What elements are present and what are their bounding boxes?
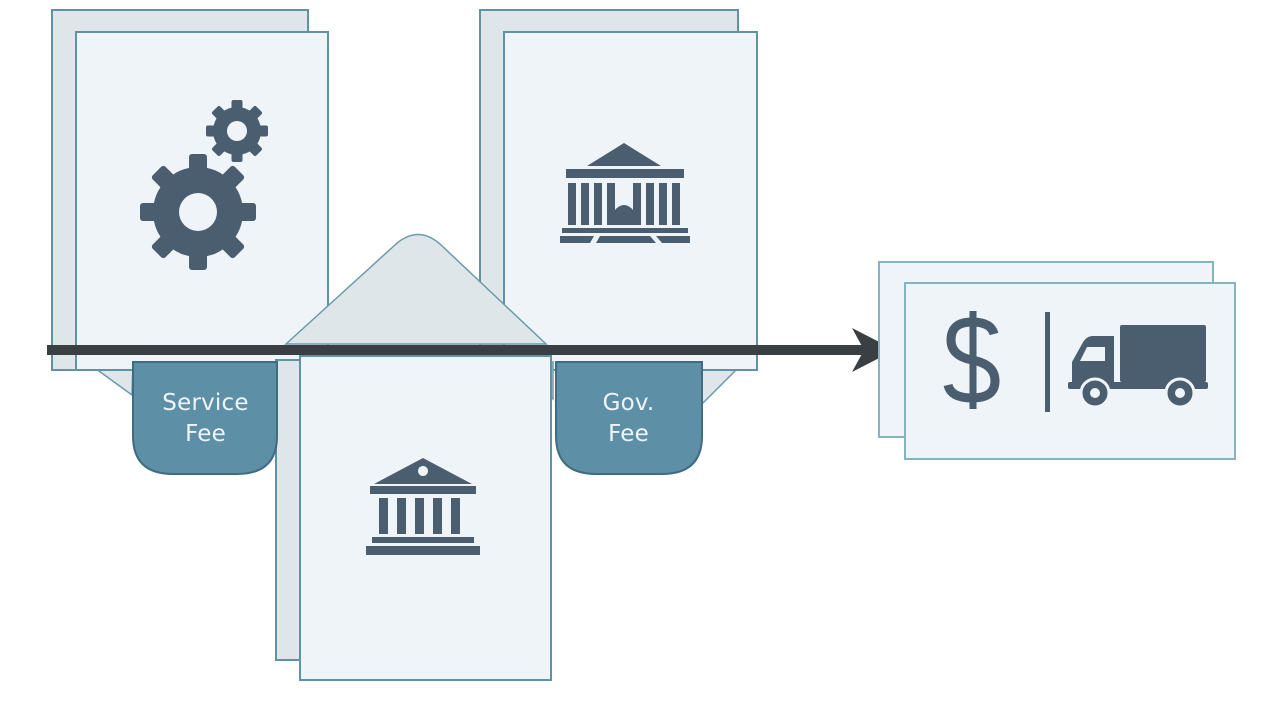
gov-fee-label: Gov. Fee	[556, 388, 701, 450]
gov-document	[479, 9, 758, 406]
main-flow-arrow	[47, 328, 895, 372]
gov-fee-label-line2: Fee	[608, 421, 649, 447]
result-card	[878, 261, 1236, 460]
service-fee-label-line2: Fee	[185, 421, 226, 447]
truck-cab	[1072, 336, 1114, 388]
divider-line	[1045, 312, 1050, 412]
large-gear-icon	[140, 154, 256, 270]
gov-fee-label-line1: Gov.	[602, 390, 655, 416]
arrow-shaft	[47, 345, 865, 355]
center-government-building-icon	[366, 458, 480, 555]
center-arrow-head	[284, 233, 548, 345]
center-document-front-page	[299, 355, 552, 681]
delivery-truck-icon	[1068, 325, 1208, 409]
small-gear-icon	[206, 100, 268, 162]
truck-cargo-box	[1120, 325, 1206, 382]
arrow-head	[852, 328, 895, 372]
service-fee-tab	[132, 361, 278, 475]
service-document-front-page	[75, 31, 329, 371]
dollar-sign-icon	[943, 311, 1000, 409]
government-building-icon	[560, 143, 690, 243]
gears-icon	[140, 100, 268, 270]
gov-fee-tab	[555, 361, 703, 475]
center-document	[275, 355, 552, 681]
gov-document-front-page	[503, 31, 758, 371]
service-fee-label: Service Fee	[133, 388, 278, 450]
service-fee-label-line1: Service	[162, 390, 249, 416]
service-document	[51, 9, 329, 407]
